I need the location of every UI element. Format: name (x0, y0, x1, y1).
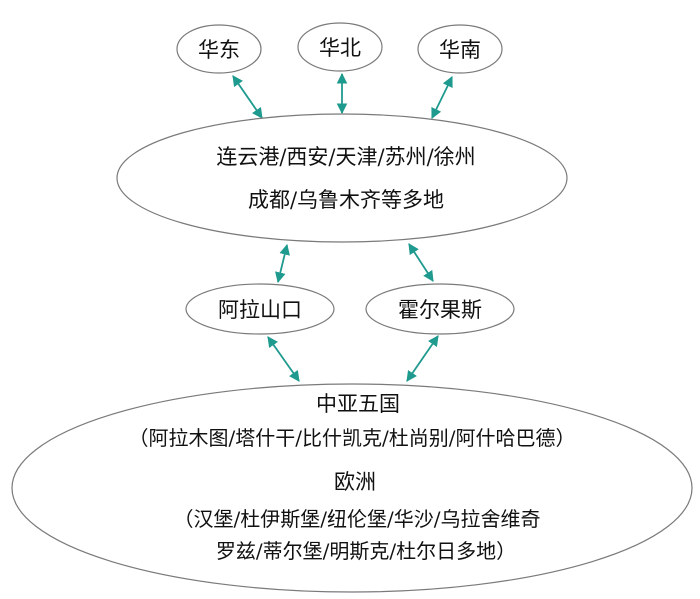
hub-label-line1: 连云港/西安/天津/苏州/徐州 (216, 145, 475, 169)
region-label-south: 华南 (439, 38, 481, 62)
destination-label-central-asia-cities: （阿拉木图/塔什干/比什凯克/杜尚别/阿什哈巴德） (129, 426, 576, 450)
region-node-east: 华东 (176, 24, 262, 74)
destination-label-europe-cities-1: （汉堡/杜伊斯堡/纽伦堡/华沙/乌拉舍维奇 (174, 507, 541, 531)
port-label-alashankou: 阿拉山口 (218, 298, 302, 322)
port-node-alashankou: 阿拉山口 (185, 283, 335, 335)
port-label-khorgos: 霍尔果斯 (398, 298, 482, 322)
hub-label-line2: 成都/乌鲁木齐等多地 (248, 188, 444, 212)
arrow-alashankou-destination (267, 336, 300, 382)
hub-node: 连云港/西安/天津/苏州/徐州 成都/乌鲁木齐等多地 (116, 113, 568, 243)
destination-label-europe: 欧洲 (334, 470, 376, 494)
arrow-hub-alashankou (275, 243, 290, 284)
destination-label-central-asia: 中亚五国 (316, 392, 400, 416)
arrow-khorgos-destination (406, 335, 439, 382)
arrow-hub-khorgos (408, 243, 434, 282)
port-node-khorgos: 霍尔果斯 (365, 283, 515, 335)
region-node-north: 华北 (297, 22, 383, 72)
arrow-south-hub (431, 76, 453, 119)
region-node-south: 华南 (417, 24, 503, 74)
region-label-east: 华东 (198, 38, 240, 62)
region-label-north: 华北 (319, 36, 361, 60)
destination-label-europe-cities-2: 罗兹/蒂尔堡/明斯克/杜尔日多地） (216, 539, 516, 563)
arrow-east-hub (232, 75, 263, 119)
destination-node: 中亚五国 （阿拉木图/塔什干/比什凯克/杜尚别/阿什哈巴德） 欧洲 （汉堡/杜伊… (11, 383, 693, 593)
